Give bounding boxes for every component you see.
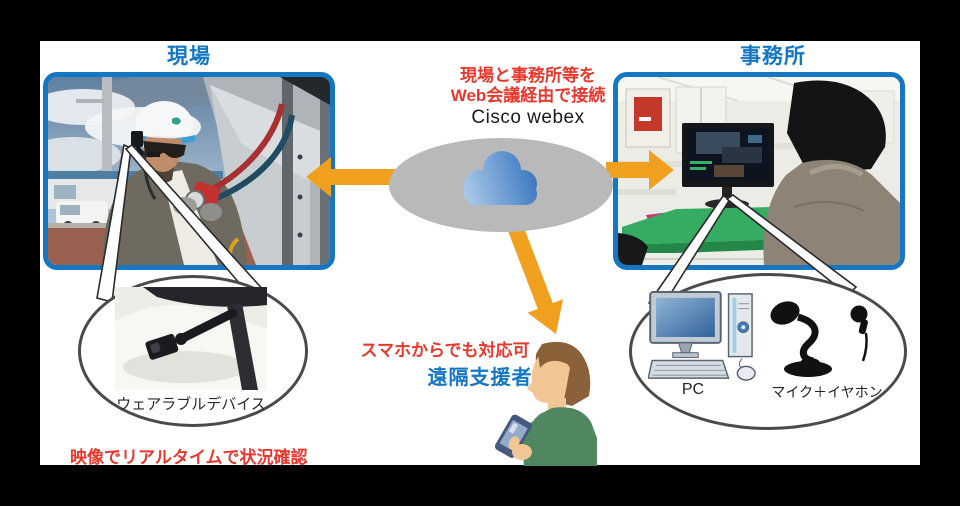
- cloud-icon: [464, 151, 537, 205]
- site-photo-illustration: [48, 77, 330, 265]
- supporter-label: 遠隔支援者: [427, 367, 533, 389]
- realtime-note: 映像でリアルタイムで状況確認: [70, 448, 308, 467]
- office-title: 事務所: [740, 45, 806, 68]
- person-with-smartphone-icon: [494, 341, 597, 466]
- smartphone-note: スマホからでも対応可: [360, 341, 530, 360]
- wearable-device-illustration: [115, 287, 267, 390]
- wearable-device-photo: [115, 287, 267, 390]
- pc-label: PC: [681, 381, 705, 398]
- microphone-icon: [770, 301, 832, 377]
- pc-icon: [648, 290, 756, 381]
- connection-note-line1: 現場と事務所等を: [460, 66, 596, 85]
- connection-note: 現場と事務所等を Web会議経由で接続 Cisco webex: [378, 66, 678, 128]
- site-photo: [43, 72, 335, 270]
- wearable-label: ウェアラブルデバイス: [116, 396, 266, 413]
- connection-note-line2: Web会議経由で接続: [450, 86, 606, 105]
- earphone-icon: [850, 305, 868, 362]
- webex-platform-label: Cisco webex: [471, 107, 585, 128]
- mic-label: マイク＋イヤホン: [771, 384, 883, 400]
- site-title: 現場: [167, 45, 211, 68]
